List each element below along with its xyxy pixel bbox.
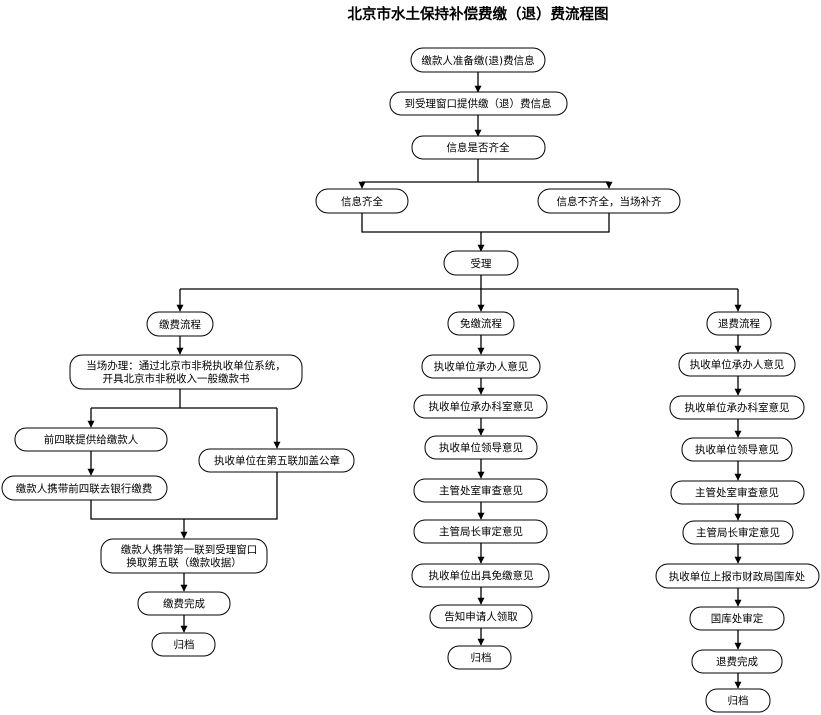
node-step2: 到受理窗口提供缴（退）费信息 [389,91,568,116]
node-step2-label: 到受理窗口提供缴（退）费信息 [405,97,552,110]
node-payment-onsite: 当场办理：通过北京市非税执收单位系统， 开具北京市非税收入一般缴款书 [69,354,303,390]
payment-onsite-line2: 开具北京市非税收入一般缴款书 [103,372,250,385]
node-refund-3: 执收单位领导意见 [681,437,793,462]
node-step1: 缴款人准备缴(退)费信息 [410,47,546,73]
node-payment-archive: 归档 [151,632,216,657]
refund-step-6: 执收单位上报市财政局国库处 [669,570,806,583]
refund-step-9: 归档 [728,694,749,707]
payment-carry4-label: 缴款人携带前四联去银行缴费 [16,482,153,495]
node-refund-head: 退费流程 [706,311,772,336]
node-refund-5: 主管局长审定意见 [682,520,794,545]
node-check-label: 信息是否齐全 [447,141,510,154]
line-merge [361,213,610,233]
payment-done-label: 缴费完成 [163,597,205,610]
payment-stamp5-label: 执收单位在第五联加盖公章 [214,454,340,467]
chart-title: 北京市水土保持补偿费缴（退）费流程图 [348,5,609,23]
node-refund-2: 执收单位承办科室意见 [669,395,805,420]
node-refund-8: 退费完成 [691,649,783,674]
node-exempt-1: 执收单位承办人意见 [421,354,541,379]
node-refund-1: 执收单位承办人意见 [678,352,796,377]
node-complete-label: 信息齐全 [341,195,383,208]
node-step1-label: 缴款人准备缴(退)费信息 [421,54,534,67]
payment-exchange-line2: 换取第五联（缴款收据） [126,556,242,569]
exempt-head-label: 免缴流程 [460,317,502,330]
node-incomplete-label: 信息不齐全，当场补齐 [557,195,662,208]
refund-step-3: 执收单位领导意见 [695,443,779,456]
refund-step-2: 执收单位承办科室意见 [685,401,790,414]
exempt-step-5: 主管局长审定意见 [439,525,523,538]
payment-first4-label: 前四联提供给缴款人 [44,433,139,446]
exempt-step-2: 执收单位承办科室意见 [429,400,534,413]
exempt-step-6: 执收单位出具免缴意见 [429,569,534,582]
payment-head-label: 缴费流程 [159,318,201,331]
node-exempt-4: 主管处室审查意见 [413,478,548,503]
node-refund-7: 国库处审定 [689,606,785,631]
node-refund-9: 归档 [705,688,771,713]
node-refund-6: 执收单位上报市财政局国库处 [655,563,820,589]
exempt-step-7: 告知申请人领取 [444,610,518,623]
node-payment-head: 缴费流程 [146,311,214,337]
node-exempt-7: 告知申请人领取 [429,604,533,629]
refund-head-label: 退费流程 [718,317,760,330]
payment-exchange-line1: 缴款人携带第一联到受理窗口 [121,543,258,556]
node-complete: 信息齐全 [315,188,409,214]
refund-step-4: 主管处室审查意见 [695,486,779,499]
node-payment-carry4: 缴款人携带前四联去银行缴费 [1,475,168,501]
payment-archive-label: 归档 [174,638,195,651]
exempt-step-3: 执收单位领导意见 [439,441,523,454]
node-exempt-head: 免缴流程 [447,311,515,336]
node-exempt-8: 归档 [447,645,512,670]
payment-onsite-line1: 当场办理：通过北京市非税执收单位系统， [86,359,286,372]
exempt-step-1: 执收单位承办人意见 [434,360,529,373]
refund-step-1: 执收单位承办人意见 [690,358,785,371]
node-exempt-3: 执收单位领导意见 [424,435,538,460]
refund-step-7: 国库处审定 [711,612,764,625]
node-check: 信息是否齐全 [411,135,546,160]
exempt-step-4: 主管处室审查意见 [439,484,523,497]
refund-step-5: 主管局长审定意见 [696,526,780,539]
node-payment-stamp5: 执收单位在第五联加盖公章 [198,448,355,473]
node-payment-done: 缴费完成 [137,591,231,616]
node-refund-4: 主管处室审查意见 [670,480,805,505]
node-exempt-2: 执收单位承办科室意见 [413,394,548,419]
node-incomplete: 信息不齐全，当场补齐 [537,188,681,214]
refund-step-8: 退费完成 [716,655,758,668]
node-exempt-6: 执收单位出具免缴意见 [411,563,550,588]
node-accept: 受理 [443,250,519,276]
exempt-step-8: 归档 [471,651,492,664]
node-payment-exchange: 缴款人携带第一联到受理窗口 换取第五联（缴款收据） [100,538,268,574]
node-accept-label: 受理 [471,258,492,270]
connectors [87,72,742,689]
node-payment-first4: 前四联提供给缴款人 [14,427,168,452]
node-exempt-5: 主管局长审定意见 [413,519,548,544]
